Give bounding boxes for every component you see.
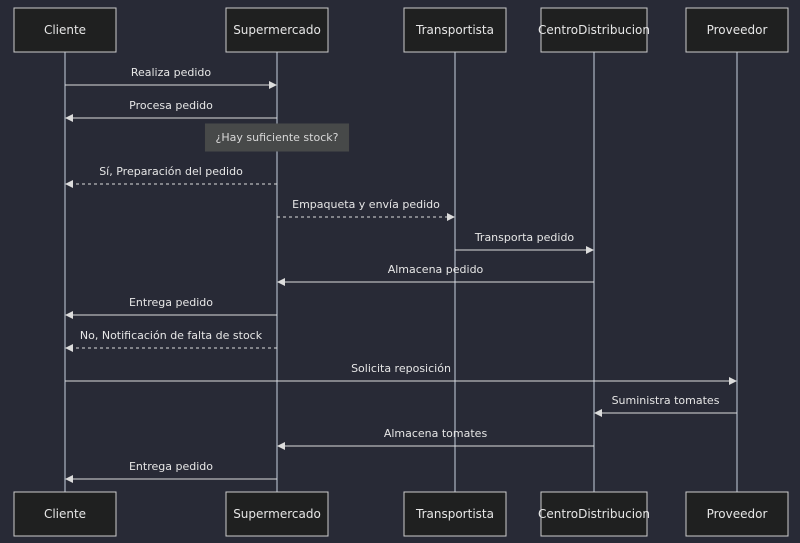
actor-centro-bottom: CentroDistribucion [538, 491, 650, 537]
message-label: Procesa pedido [129, 99, 213, 112]
actor-label: Transportista [415, 507, 494, 521]
message-label: Entrega pedido [129, 460, 213, 473]
actor-proveedor-bottom: Proveedor [685, 491, 789, 537]
actor-proveedor-top: Proveedor [685, 7, 789, 53]
actor-label: Proveedor [707, 23, 768, 37]
message: Almacena tomates [277, 427, 594, 450]
message-label: Transporta pedido [474, 231, 575, 244]
arrowhead [65, 180, 73, 188]
actor-box [13, 7, 117, 53]
actor-box [685, 491, 789, 537]
actor-label: Proveedor [707, 507, 768, 521]
actor-box [403, 7, 507, 53]
message: Empaqueta y envía pedido [277, 198, 455, 221]
message: Almacena pedido [277, 263, 594, 286]
message-label: Entrega pedido [129, 296, 213, 309]
arrowhead [65, 311, 73, 319]
arrowhead [594, 409, 602, 417]
message-label: No, Notificación de falta de stock [80, 329, 263, 342]
message: Sí, Preparación del pedido [65, 165, 277, 188]
message: Entrega pedido [65, 460, 277, 483]
message: No, Notificación de falta de stock [65, 329, 277, 352]
message-label: Suministra tomates [612, 394, 720, 407]
arrowhead [277, 442, 285, 450]
actor-label: Cliente [44, 507, 86, 521]
actor-box [403, 491, 507, 537]
note: ¿Hay suficiente stock? [204, 123, 350, 152]
arrowhead [586, 246, 594, 254]
arrowhead [65, 114, 73, 122]
actor-label: Cliente [44, 23, 86, 37]
message: Suministra tomates [594, 394, 737, 417]
actor-label: CentroDistribucion [538, 23, 650, 37]
message: Solicita reposición [65, 362, 737, 385]
actor-label: Supermercado [233, 23, 321, 37]
message-label: Sí, Preparación del pedido [99, 165, 243, 178]
arrowhead [269, 81, 277, 89]
actor-box [540, 491, 648, 537]
actor-box [540, 7, 648, 53]
message: Procesa pedido [65, 99, 277, 122]
arrowhead [447, 213, 455, 221]
message-label: Almacena pedido [388, 263, 484, 276]
actor-box [225, 491, 329, 537]
note-text: ¿Hay suficiente stock? [216, 131, 339, 144]
message-label: Almacena tomates [384, 427, 488, 440]
message-label: Solicita reposición [351, 362, 451, 375]
actor-label: CentroDistribucion [538, 507, 650, 521]
actor-cliente-bottom: Cliente [13, 491, 117, 537]
actor-box [685, 7, 789, 53]
actor-transportista-bottom: Transportista [403, 491, 507, 537]
actor-supermercado-top: Supermercado [225, 7, 329, 53]
arrowhead [65, 475, 73, 483]
actor-label: Supermercado [233, 507, 321, 521]
actor-supermercado-bottom: Supermercado [225, 491, 329, 537]
message-label: Realiza pedido [131, 66, 212, 79]
actor-centro-top: CentroDistribucion [538, 7, 650, 53]
actor-box [225, 7, 329, 53]
actor-box [13, 491, 117, 537]
message: Transporta pedido [455, 231, 594, 254]
message-label: Empaqueta y envía pedido [292, 198, 440, 211]
note-box [204, 123, 350, 152]
arrowhead [729, 377, 737, 385]
arrowhead [65, 344, 73, 352]
message: Realiza pedido [65, 66, 277, 89]
actor-cliente-top: Cliente [13, 7, 117, 53]
actor-transportista-top: Transportista [403, 7, 507, 53]
message: Entrega pedido [65, 296, 277, 319]
arrowhead [277, 278, 285, 286]
actor-label: Transportista [415, 23, 494, 37]
